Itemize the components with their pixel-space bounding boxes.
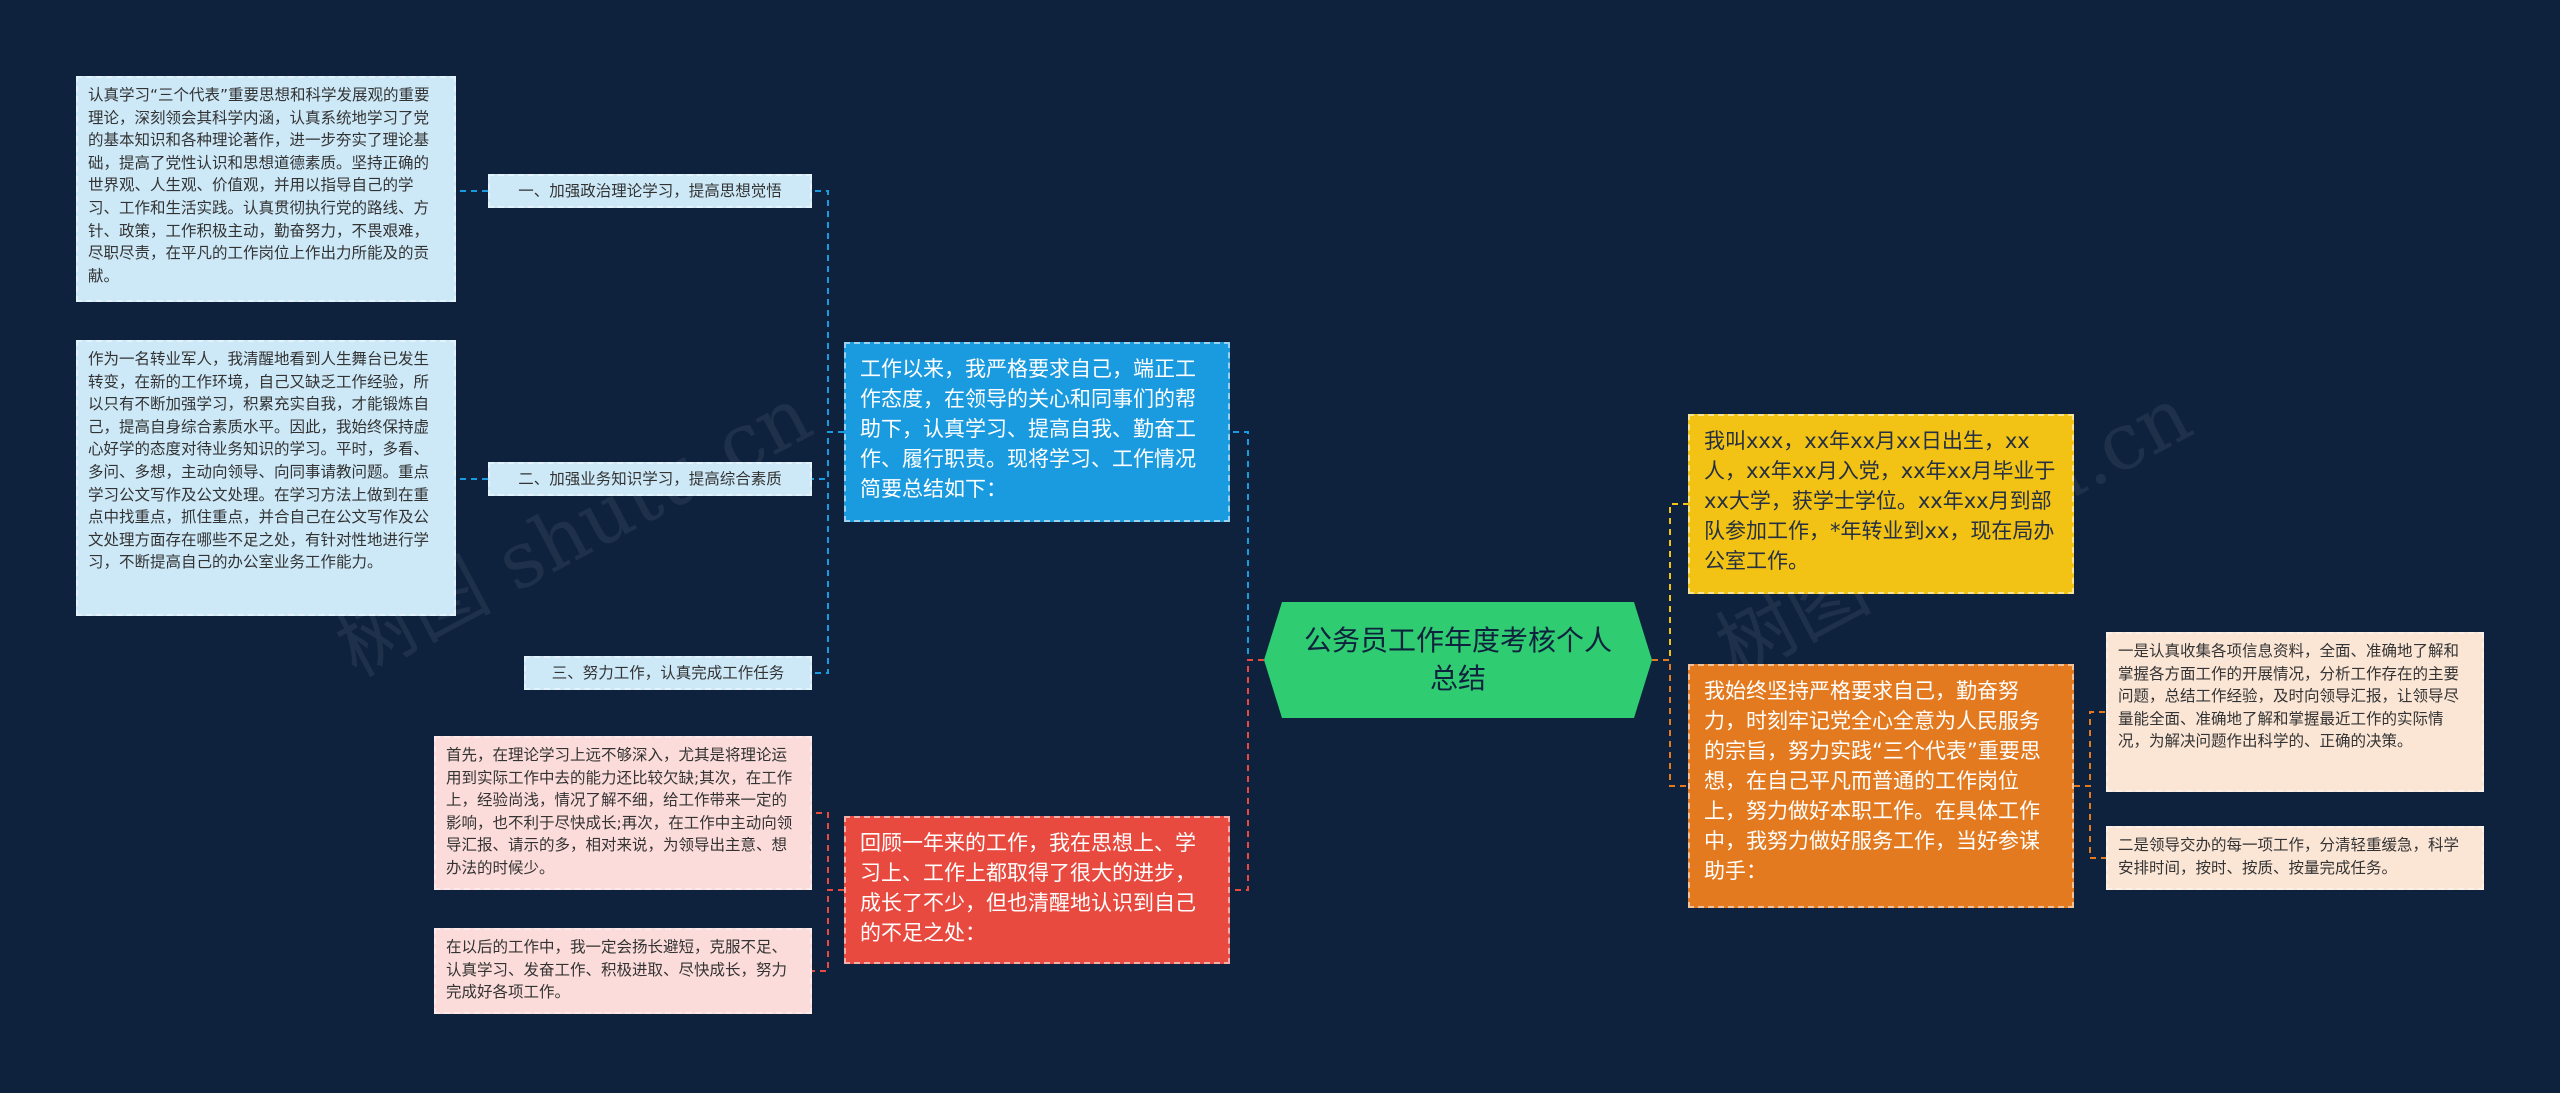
- link-red-detail-2: [812, 889, 844, 972]
- branch-review-shortcomings[interactable]: 回顾一年来的工作，我在思想上、学习上、工作上都取得了很大的进步，成长了不少，但也…: [844, 816, 1230, 964]
- link-root-red: [1230, 659, 1264, 891]
- link-blue-child-1: [812, 190, 844, 433]
- branch-personal-info[interactable]: 我叫xxx，xx年xx月xx日出生，xx人，xx年xx月入党，xx年xx月毕业于…: [1688, 414, 2074, 594]
- branch-work-overview[interactable]: 工作以来，我严格要求自己，端正工作态度，在领导的关心和同事们的帮助下，认真学习、…: [844, 342, 1230, 522]
- detail-shortcomings[interactable]: 首先，在理论学习上远不够深入，尤其是将理论运用到实际工作中去的能力还比较欠缺;其…: [434, 736, 812, 890]
- subtopic-business-study[interactable]: 二、加强业务知识学习，提高综合素质: [488, 462, 812, 496]
- link-root-yellow: [1652, 503, 1688, 661]
- link-root-orange: [1652, 659, 1688, 787]
- detail-political-study[interactable]: 认真学习“三个代表”重要思想和科学发展观的重要理论，深刻领会其科学内涵，认真系统…: [76, 76, 456, 302]
- link-orange-detail-1: [2074, 711, 2106, 787]
- link-orange-detail-2: [2074, 785, 2106, 859]
- detail-info-collection[interactable]: 一是认真收集各项信息资料，全面、准确地了解和掌握各方面工作的开展情况，分析工作存…: [2106, 632, 2484, 792]
- branch-service-work[interactable]: 我始终坚持严格要求自己，勤奋努力，时刻牢记党全心全意为人民服务的宗旨，努力实践“…: [1688, 664, 2074, 908]
- root-topic[interactable]: 公务员工作年度考核个人总结: [1264, 602, 1652, 718]
- link-blue-child-2: [812, 431, 844, 480]
- link-blue-child-3: [812, 431, 844, 674]
- link-red-detail-1: [812, 812, 844, 891]
- link-root-blue: [1230, 431, 1264, 661]
- detail-task-completion[interactable]: 二是领导交办的每一项工作，分清轻重缓急，科学安排时间，按时、按质、按量完成任务。: [2106, 826, 2484, 890]
- subtopic-political-study[interactable]: 一、加强政治理论学习，提高思想觉悟: [488, 174, 812, 208]
- detail-future-plan[interactable]: 在以后的工作中，我一定会扬长避短，克服不足、认真学习、发奋工作、积极进取、尽快成…: [434, 928, 812, 1014]
- subtopic-work-tasks[interactable]: 三、努力工作，认真完成工作任务: [524, 656, 812, 690]
- detail-business-study[interactable]: 作为一名转业军人，我清醒地看到人生舞台已发生转变，在新的工作环境，自己又缺乏工作…: [76, 340, 456, 616]
